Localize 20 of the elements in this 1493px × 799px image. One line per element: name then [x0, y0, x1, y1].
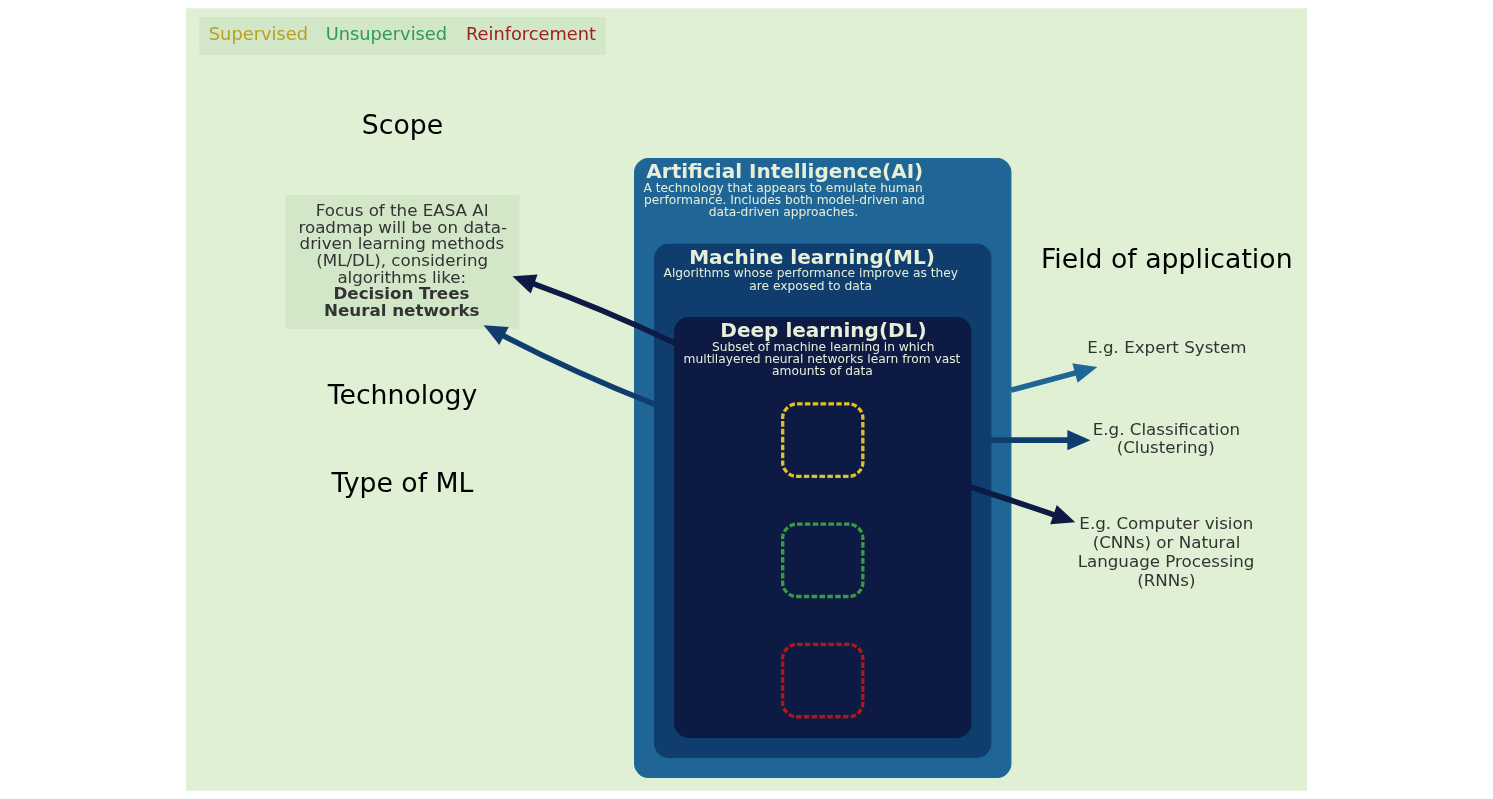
node-text: E.g. Expert System [1087, 337, 1247, 357]
arrow [969, 484, 1076, 525]
legend-label: Supervised [208, 23, 308, 45]
node-box [781, 402, 865, 478]
cluster: Deep learning(DL) Subset of machine learning in which multilayered neural networks learn from vast amounts of data [674, 317, 972, 738]
arrow [512, 274, 676, 346]
node-text: E.g. Classification (Clustering) [1092, 419, 1241, 458]
label: Scope [361, 109, 444, 141]
node-box: Focus of the EASA AI roadmap will be on data-driven learning methods (ML/DL), considering algorithms like: Decision Trees Neural networks [285, 195, 520, 329]
arrow [1010, 363, 1098, 393]
label: Technology [327, 378, 478, 410]
arrow [483, 325, 656, 407]
label: Field of application [1040, 242, 1293, 274]
node-text: E.g. Computer vision (CNNs) or Natural Language Processing (RNNs) [1077, 514, 1255, 590]
label: Type of ML [331, 466, 474, 498]
legend-label: Reinforcement [465, 23, 597, 45]
legend-label: Unsupervised [325, 23, 448, 45]
node-box [781, 642, 865, 719]
arrow [990, 430, 1091, 451]
node-box [781, 522, 865, 599]
